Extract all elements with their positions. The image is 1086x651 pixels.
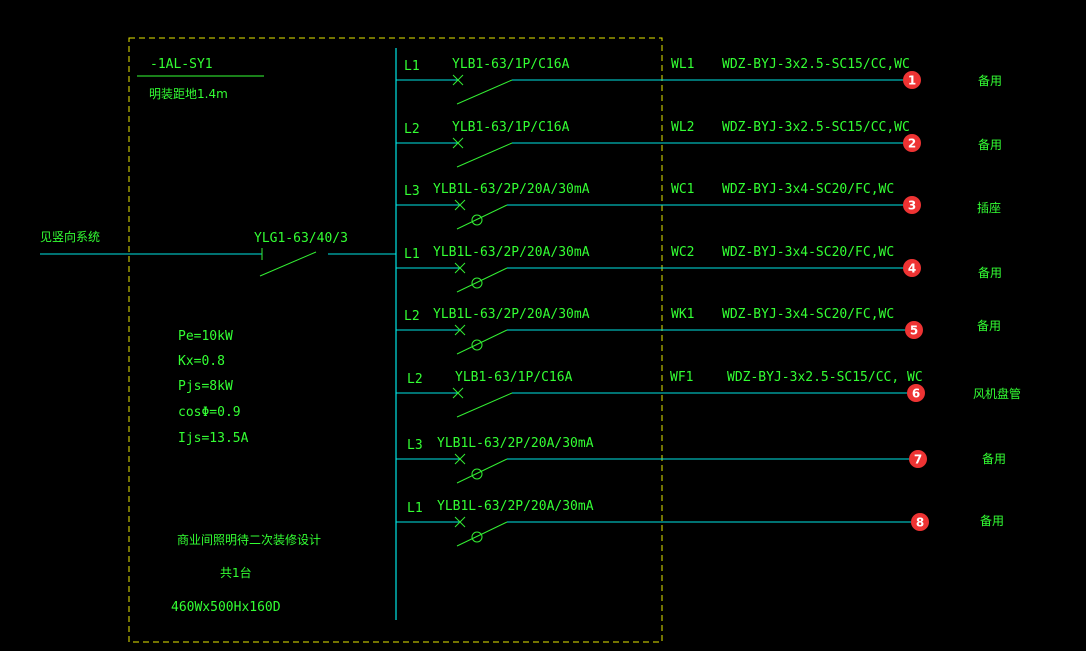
circuit-usage: 插座 [977, 201, 1002, 215]
circuit-code: WK1 [671, 307, 695, 322]
incoming-feeder [40, 248, 396, 277]
circuit-breaker-model: YLB1L-63/2P/20A/30mA [437, 499, 594, 514]
rcd-circle [471, 277, 483, 289]
circuit-row: 2 [396, 134, 921, 168]
note-design: 商业间照明待二次装修设计 [177, 533, 322, 547]
circuit-number-marker [909, 450, 927, 468]
breaker-blade [456, 329, 508, 355]
circuit-usage: 备用 [978, 138, 1003, 152]
circuit-rows: 1 2 3 4 5 6 7 8 [396, 71, 929, 547]
circuit-cable-spec: WDZ-BYJ-3x4-SC20/FC,WC [722, 307, 895, 322]
circuit-breaker-model: YLB1L-63/2P/20A/30mA [433, 182, 590, 197]
circuit-number-marker [903, 196, 921, 214]
param-ijs: Ijs=13.5A [178, 431, 249, 446]
incoming-breaker-label: YLG1-63/40/3 [254, 231, 348, 246]
circuit-row: 6 [396, 384, 925, 418]
circuit-row: 3 [396, 196, 921, 230]
incoming-label: 见竖向系统 [40, 230, 101, 244]
circuit-phase: L1 [404, 59, 420, 74]
breaker-blade [456, 142, 513, 168]
circuit-usage: 备用 [978, 74, 1003, 88]
breaker-blade [456, 392, 513, 418]
circuit-phase: L3 [404, 184, 420, 199]
param-pe: Pe=10kW [178, 329, 233, 344]
breaker-blade [456, 204, 508, 230]
rcd-circle [471, 468, 483, 480]
param-kx: Kx=0.8 [178, 354, 225, 369]
rcd-circle [471, 339, 483, 351]
circuit-breaker-model: YLB1-63/1P/C16A [452, 120, 570, 135]
circuit-phase: L2 [407, 372, 423, 387]
circuit-cable-spec: WDZ-BYJ-3x4-SC20/FC,WC [722, 182, 895, 197]
breaker-cross-mark [454, 453, 466, 465]
rcd-circle [471, 214, 483, 226]
incoming-breaker-blade [259, 251, 317, 277]
circuit-cable-spec: WDZ-BYJ-3x2.5-SC15/CC,WC [722, 57, 910, 72]
breaker-cross-mark [452, 74, 464, 86]
breaker-blade [456, 521, 508, 547]
circuit-number-marker [903, 134, 921, 152]
breaker-cross-mark [454, 199, 466, 211]
circuit-cable-spec: WDZ-BYJ-3x2.5-SC15/CC,WC [722, 120, 910, 135]
breaker-blade [456, 79, 513, 105]
circuit-usage: 备用 [980, 514, 1005, 528]
circuit-code: WC2 [671, 245, 695, 260]
circuit-number: 2 [908, 137, 916, 151]
circuit-number: 8 [916, 516, 924, 530]
circuit-number-marker [907, 384, 925, 402]
circuit-cable-spec: WDZ-BYJ-3x4-SC20/FC,WC [722, 245, 895, 260]
circuit-code: WC1 [671, 182, 695, 197]
param-pjs: Pjs=8kW [178, 379, 233, 394]
circuit-number: 1 [908, 74, 916, 88]
circuit-cable-spec: WDZ-BYJ-3x2.5-SC15/CC, WC [727, 370, 923, 385]
circuit-row: 7 [396, 450, 927, 484]
panel-frame [128, 37, 663, 643]
circuit-phase: L2 [404, 122, 420, 137]
circuit-phase: L2 [404, 309, 420, 324]
circuit-usage: 备用 [978, 266, 1003, 280]
circuit-phase: L1 [404, 247, 420, 262]
circuit-phase: L1 [407, 501, 423, 516]
circuit-code: WL2 [671, 120, 695, 135]
circuit-number-marker [911, 513, 929, 531]
breaker-cross-mark [454, 262, 466, 274]
breaker-cross-mark [452, 137, 464, 149]
breaker-blade [456, 458, 508, 484]
circuit-row: 5 [396, 321, 923, 355]
breaker-cross-mark [452, 387, 464, 399]
param-cosphi: cosΦ=0.9 [178, 405, 241, 420]
circuit-code: WF1 [670, 370, 694, 385]
circuit-breaker-model: YLB1L-63/2P/20A/30mA [437, 436, 594, 451]
circuit-number: 6 [912, 387, 920, 401]
rcd-circle [471, 531, 483, 543]
circuit-row: 1 [396, 71, 921, 105]
note-dimensions: 460Wx500Hx160D [171, 600, 281, 615]
breaker-cross-mark [454, 516, 466, 528]
circuit-row: 4 [396, 259, 921, 293]
circuit-breaker-model: YLB1L-63/2P/20A/30mA [433, 245, 590, 260]
circuit-phase: L3 [407, 438, 423, 453]
breaker-cross-mark [454, 324, 466, 336]
circuit-breaker-model: YLB1L-63/2P/20A/30mA [433, 307, 590, 322]
panel-mount-note: 明装距地1.4m [149, 87, 228, 101]
circuit-breaker-model: YLB1-63/1P/C16A [455, 370, 573, 385]
circuit-row: 8 [396, 513, 929, 547]
circuit-usage: 备用 [977, 319, 1002, 333]
circuit-number: 3 [908, 199, 916, 213]
panel-name: -1AL-SY1 [150, 57, 213, 72]
circuit-breaker-model: YLB1-63/1P/C16A [452, 57, 570, 72]
circuit-number-marker [903, 71, 921, 89]
circuit-number-marker [905, 321, 923, 339]
circuit-number: 5 [910, 324, 918, 338]
circuit-number: 7 [914, 453, 922, 467]
circuit-usage: 备用 [982, 452, 1007, 466]
breaker-blade [456, 267, 508, 293]
circuit-usage: 风机盘管 [973, 387, 1022, 401]
circuit-number-marker [903, 259, 921, 277]
note-quantity: 共1台 [220, 566, 252, 580]
circuit-number: 4 [908, 262, 916, 276]
circuit-code: WL1 [671, 57, 695, 72]
